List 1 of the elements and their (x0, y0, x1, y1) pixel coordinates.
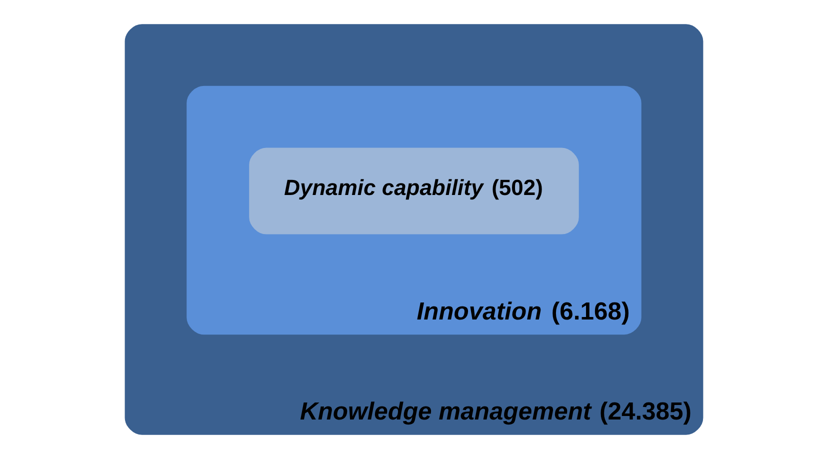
node-box: Dynamic capability (502) (249, 148, 579, 234)
